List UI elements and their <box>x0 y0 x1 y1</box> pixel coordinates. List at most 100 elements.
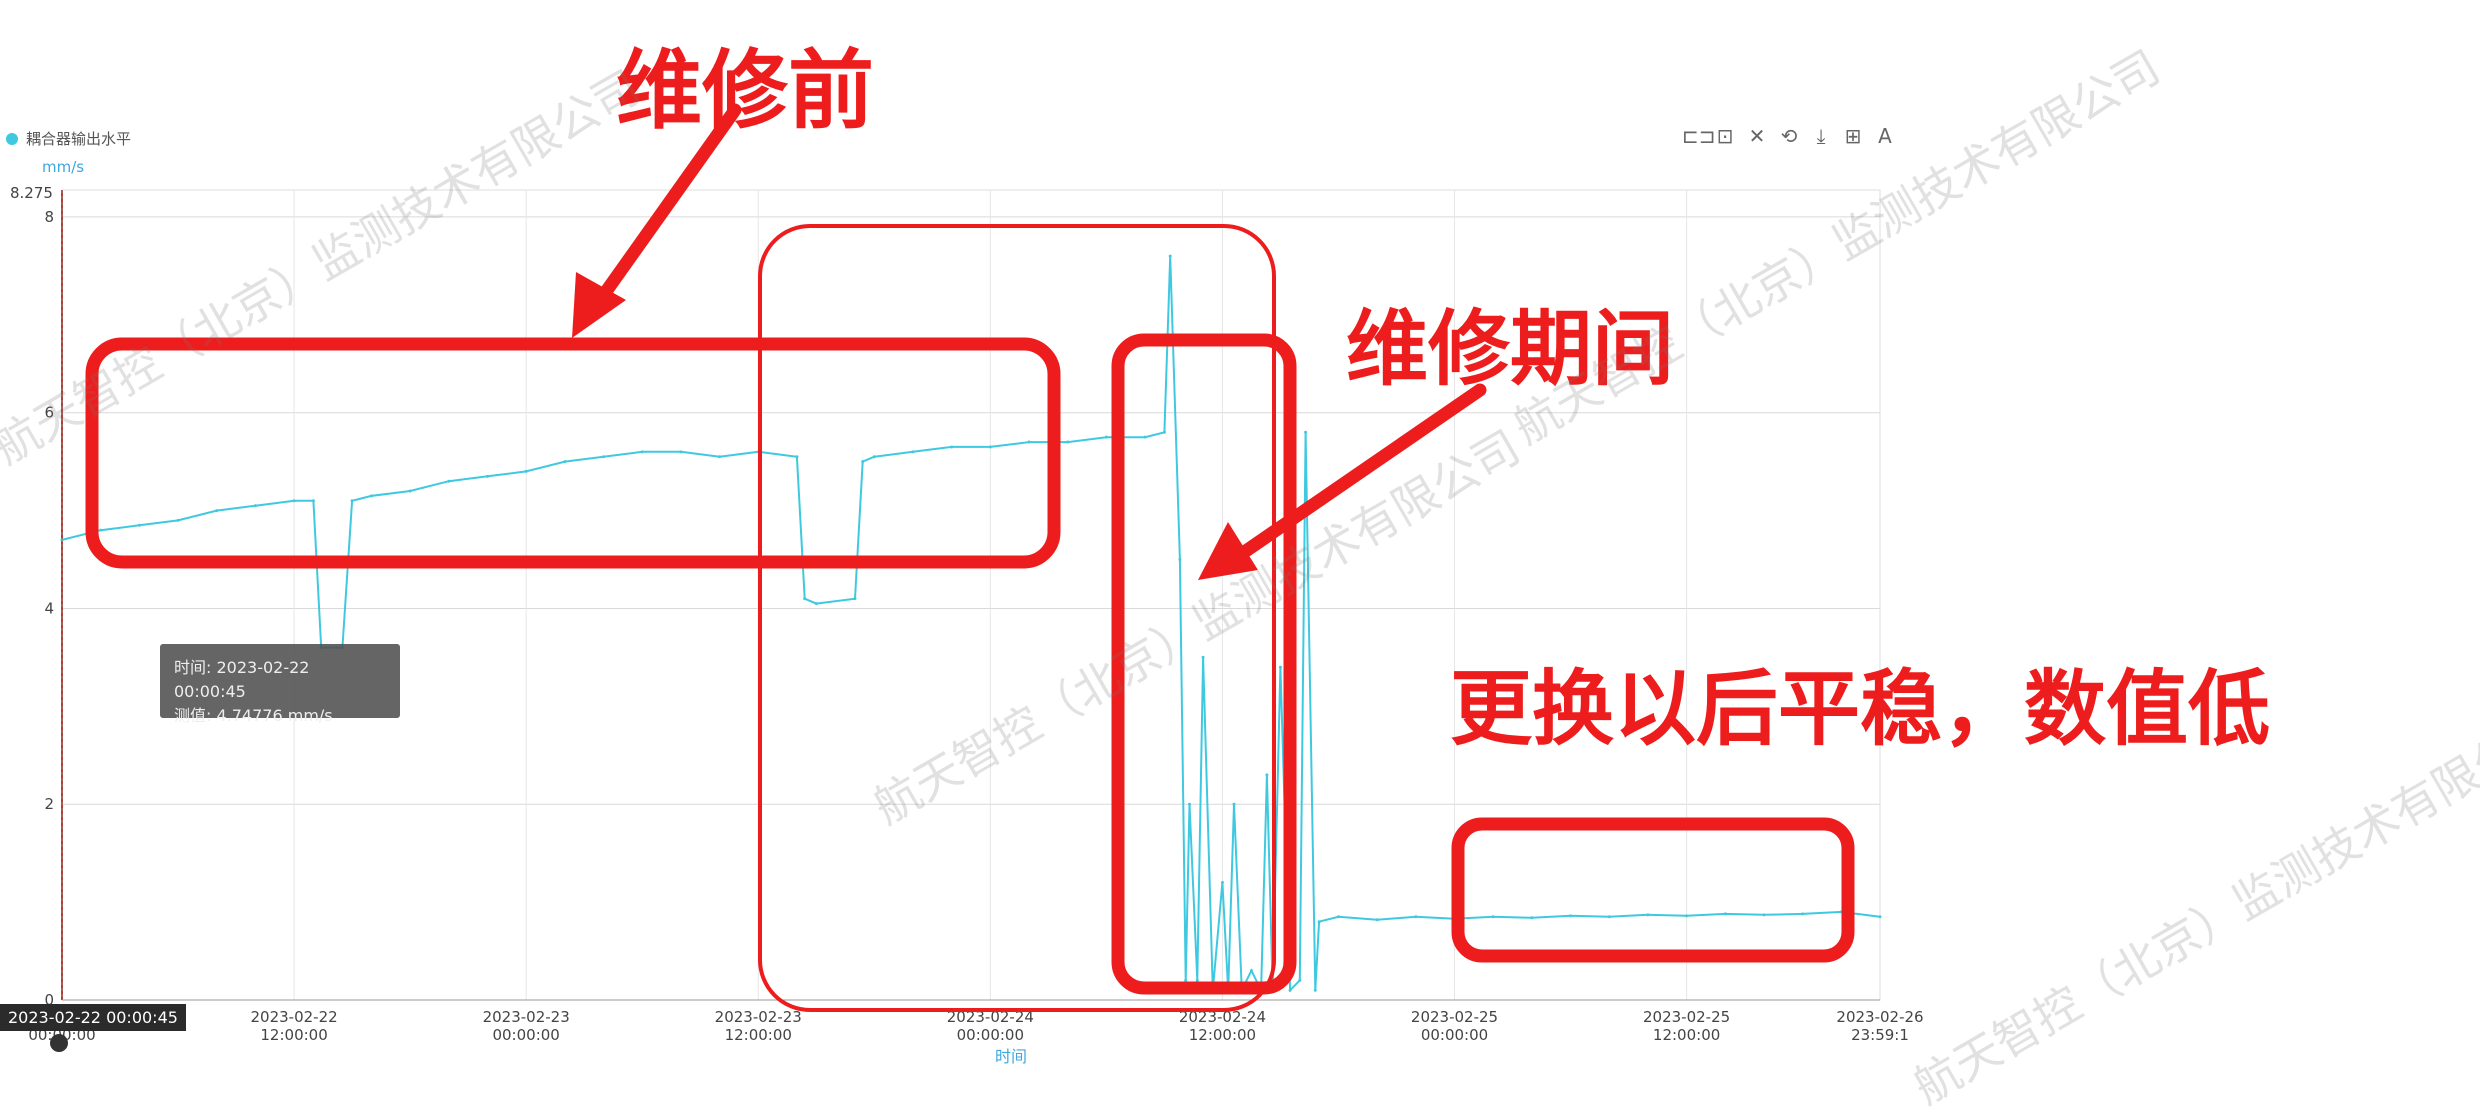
annotation-before-repair: 维修前 <box>616 41 874 141</box>
data-point <box>911 450 915 454</box>
data-point <box>1288 988 1292 992</box>
x-tick-label: 2023-02-24 <box>1179 1008 1266 1026</box>
legend-label: 耦合器输出水平 <box>26 130 132 148</box>
data-point <box>861 460 865 464</box>
annotation-box-repair-window <box>758 224 1276 1012</box>
data-point <box>853 597 857 601</box>
y-tick-label: 4 <box>44 599 54 617</box>
y-unit-label: mm/s <box>42 158 85 176</box>
x-tick-label: 2023-02-25 <box>1643 1008 1730 1026</box>
data-point <box>640 450 644 454</box>
data-point <box>99 528 103 532</box>
data-point <box>1313 988 1317 992</box>
data-point <box>988 445 992 449</box>
x-tick-label: 23:59:1 <box>1851 1026 1909 1044</box>
data-point <box>814 602 818 606</box>
data-point <box>1162 430 1166 434</box>
tooltip-value: 测值: 4.74776 mm/s <box>174 706 333 725</box>
data-point <box>1646 913 1650 917</box>
data-point <box>1685 914 1689 918</box>
x-tick-label: 12:00:00 <box>1653 1026 1720 1044</box>
data-point <box>563 460 567 464</box>
annotation-box-after <box>1451 817 1855 963</box>
data-point <box>1143 435 1147 439</box>
data-point <box>602 455 606 459</box>
legend-dot-icon <box>6 132 18 145</box>
data-point <box>1317 920 1321 924</box>
data-view-icon[interactable]: ⊞ <box>1844 124 1862 148</box>
cursor-handle[interactable] <box>50 1034 68 1052</box>
data-point <box>1249 969 1253 973</box>
x-tick-label: 12:00:00 <box>260 1026 327 1044</box>
data-point <box>1188 802 1192 806</box>
data-point <box>1195 978 1199 982</box>
data-point <box>1336 915 1340 919</box>
annotation-after-replacement: 更换以后平稳，数值低 <box>1450 662 2271 757</box>
x-tick-label: 00:00:00 <box>1421 1026 1488 1044</box>
data-point <box>1265 773 1269 777</box>
data-point <box>795 455 799 459</box>
data-point <box>1066 440 1070 444</box>
x-axis-title: 时间 <box>995 1047 1027 1066</box>
x-tick-label: 2023-02-25 <box>1411 1008 1498 1026</box>
y-tick-label: 8 <box>44 208 54 226</box>
annotation-arrow-before <box>593 103 742 307</box>
annotation-box-during <box>1111 333 1297 995</box>
x-tick-label: 2023-02-23 <box>483 1008 570 1026</box>
download-icon[interactable]: ⤓ <box>1816 124 1826 148</box>
data-point <box>1168 254 1172 258</box>
data-point <box>485 474 489 478</box>
zoom-select-icon[interactable]: ⊏⊐ <box>1682 124 1716 148</box>
data-point <box>292 499 296 503</box>
data-tooltip: 时间: 2023-02-22 00:00:45 测值: 4.74776 mm/s <box>160 644 400 725</box>
data-point <box>1304 430 1308 434</box>
data-point <box>176 518 180 522</box>
data-point <box>1184 978 1188 982</box>
x-tick-label: 2023-02-22 <box>250 1008 337 1026</box>
data-point <box>1375 918 1379 922</box>
x-tick-label: 2023-02-23 <box>715 1008 802 1026</box>
annotation-during-repair: 维修期间 <box>1346 302 1675 397</box>
annotation-arrowhead-before <box>572 272 626 338</box>
data-point <box>1278 665 1282 669</box>
data-point <box>1762 913 1766 917</box>
data-point <box>1801 912 1805 916</box>
data-point <box>1232 802 1236 806</box>
data-point <box>311 499 315 503</box>
y-tick-label: 2 <box>44 795 54 813</box>
data-point <box>524 469 528 473</box>
line-chart: 024682023-02-2200:00:002023-02-2212:00:0… <box>18 103 1924 1066</box>
data-point <box>679 450 683 454</box>
data-point <box>1569 914 1573 918</box>
data-point <box>1723 912 1727 916</box>
text-icon[interactable]: A <box>1878 124 1892 148</box>
tooltip-time: 时间: 2023-02-22 00:00:45 <box>174 658 310 701</box>
x-tick-label: 00:00:00 <box>957 1026 1024 1044</box>
cursor-time-label: 2023-02-22 00:00:45 <box>0 1004 186 1031</box>
y-tick-label: 6 <box>44 404 54 422</box>
restore-icon[interactable]: ⟲ <box>1780 124 1798 148</box>
clear-icon[interactable]: ✕ <box>1748 124 1766 148</box>
data-point <box>1104 435 1108 439</box>
data-point <box>1201 655 1205 659</box>
data-point <box>447 479 451 483</box>
data-point <box>1220 881 1224 885</box>
data-point <box>137 523 141 527</box>
annotation-arrowhead-during <box>1198 522 1258 580</box>
legend[interactable]: 耦合器输出水平 <box>6 128 131 149</box>
x-tick-label: 2023-02-26 <box>1836 1008 1923 1026</box>
data-point <box>803 597 807 601</box>
data-point <box>1491 915 1495 919</box>
data-point <box>1878 915 1882 919</box>
data-point <box>253 504 257 508</box>
data-point <box>718 455 722 459</box>
data-point <box>1414 915 1418 919</box>
data-point <box>408 489 412 493</box>
zoom-reset-icon[interactable]: ⊡ <box>1716 124 1734 148</box>
data-point <box>950 445 954 449</box>
annotation-arrow-during <box>1233 383 1487 562</box>
data-point <box>1298 978 1302 982</box>
data-point <box>369 494 373 498</box>
data-point <box>1607 915 1611 919</box>
data-point <box>1178 558 1182 562</box>
